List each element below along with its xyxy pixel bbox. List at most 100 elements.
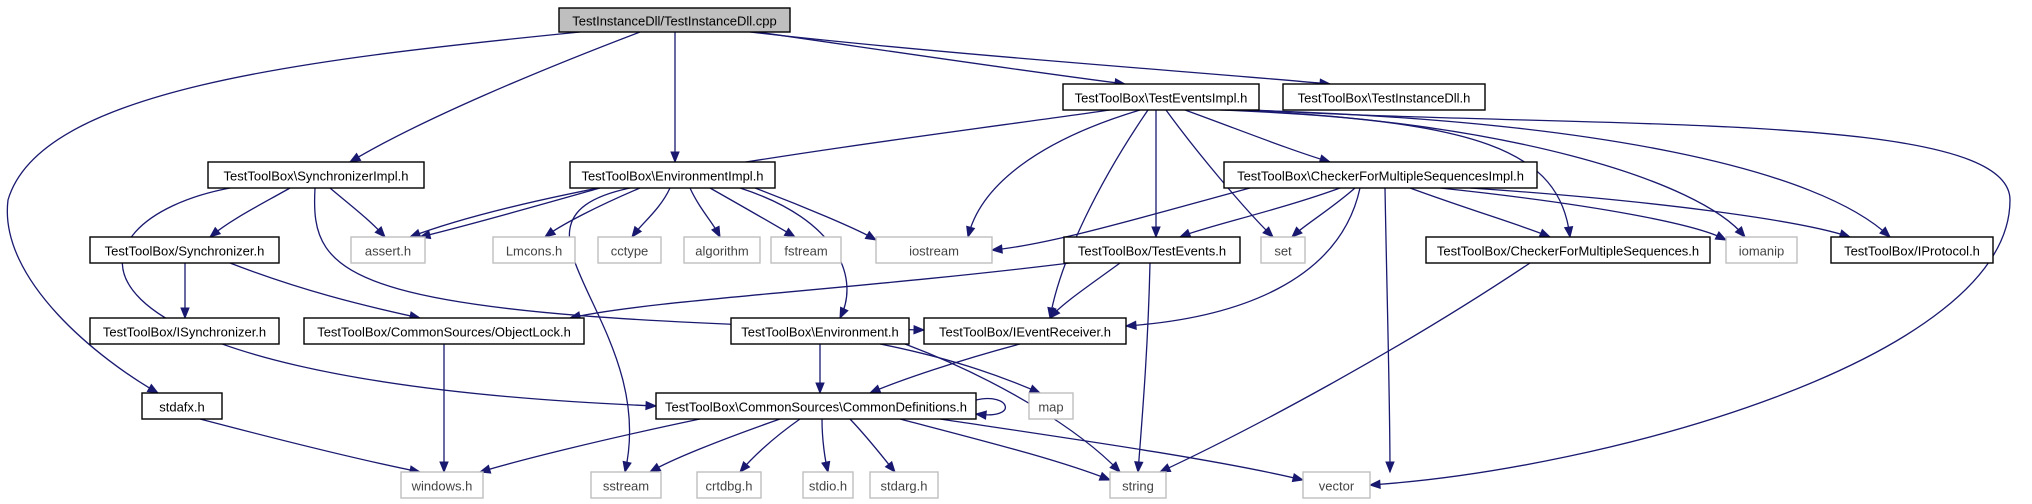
arrowhead [408, 228, 422, 238]
node-lmcons: Lmcons.h [492, 236, 576, 264]
arrowhead [1158, 463, 1172, 473]
node-checkerimpl[interactable]: TestToolBox\CheckerForMultipleSequencesI… [1223, 161, 1538, 189]
node-label: windows.h [411, 479, 473, 494]
node-string: string [1109, 471, 1167, 499]
node-ieventrecv[interactable]: TestToolBox/IEventReceiver.h [923, 317, 1127, 345]
arrowhead [146, 383, 160, 394]
node-box [303, 317, 585, 345]
edge-line [121, 187, 657, 407]
edge-line [1137, 262, 1151, 473]
arrowhead [1734, 225, 1746, 239]
edge-syncimpl-to-sync [208, 187, 291, 238]
node-box [141, 392, 223, 420]
edge-checkerimpl-to-iomanip [1439, 187, 1728, 241]
node-box [1028, 392, 1074, 420]
node-stdafx[interactable]: stdafx.h [141, 392, 223, 420]
node-root[interactable]: TestInstanceDll/TestInstanceDll.cpp [558, 7, 791, 33]
node-envimpl[interactable]: TestToolBox\EnvironmentImpl.h [569, 161, 776, 189]
node-box [1062, 83, 1260, 111]
node-tevents[interactable]: TestToolBox/TestEvents.h [1063, 236, 1241, 264]
node-teventsimpl[interactable]: TestToolBox\TestEventsImpl.h [1062, 83, 1260, 111]
edge-teventsimpl-to-iomanip [1229, 109, 1746, 239]
node-commondefs[interactable]: TestToolBox\CommonSources\CommonDefiniti… [655, 392, 977, 420]
node-box [869, 471, 939, 499]
node-checker[interactable]: TestToolBox/CheckerForMultipleSequences.… [1425, 236, 1711, 264]
node-label: fstream [784, 244, 827, 259]
arrowhead [1178, 228, 1192, 238]
node-box [770, 236, 842, 264]
arrowhead [739, 460, 751, 474]
edge-line [1254, 109, 2011, 486]
edge-commondefs-to-stdarg [849, 418, 896, 474]
node-box [400, 471, 484, 499]
edge-line [1384, 187, 1391, 473]
edge-root-to-syncimpl [348, 31, 641, 163]
arrowhead [1028, 384, 1042, 394]
edge-envimpl-to-iostream [754, 187, 878, 241]
node-box [89, 317, 280, 345]
node-box [569, 161, 776, 189]
arrowhead [1368, 479, 1381, 490]
node-box [89, 236, 280, 264]
node-box [696, 471, 762, 499]
edge-line [349, 31, 641, 163]
node-label: TestToolBox/IEventReceiver.h [939, 325, 1111, 340]
node-env[interactable]: TestToolBox\Environment.h [730, 317, 910, 345]
edge-checkerimpl-to-tevents [1178, 187, 1341, 238]
nodes-layer: TestInstanceDll/TestInstanceDll.cppTestT… [89, 7, 1994, 499]
arrowhead [839, 306, 849, 320]
edge-teventsimpl-to-vector [1254, 109, 2011, 490]
edge-envimpl-to-cctype [631, 187, 671, 239]
edge-env-to-commondefs [815, 344, 825, 395]
node-iostream: iostream [875, 236, 993, 264]
edge-teventsimpl-to-checkerimpl [1184, 109, 1332, 164]
arrowhead [711, 225, 721, 239]
edge-line [1439, 187, 1727, 241]
edges-layer [6, 22, 2011, 490]
node-box [350, 236, 426, 264]
node-box [207, 161, 425, 189]
node-isync[interactable]: TestToolBox/ISynchronizer.h [89, 317, 280, 345]
arrowhead [622, 460, 632, 474]
node-set: set [1260, 236, 1306, 264]
node-box [875, 236, 993, 264]
edge-line [6, 31, 581, 394]
edge-checkerimpl-to-vector [1384, 187, 1395, 474]
edge-line [199, 418, 421, 473]
edge-teventsimpl-to-iostream [966, 109, 1141, 239]
edge-teventsimpl-to-tevents [1151, 110, 1161, 239]
edge-line [1165, 109, 1274, 238]
node-label: stdio.h [809, 479, 847, 494]
node-label: cctype [611, 244, 649, 259]
node-box [1725, 236, 1798, 264]
node-iprotocol[interactable]: TestToolBox/IProtocol.h [1830, 236, 1994, 264]
arrowhead [974, 410, 987, 420]
node-syncimpl[interactable]: TestToolBox\SynchronizerImpl.h [207, 161, 425, 189]
arrowhead [645, 400, 658, 411]
node-box [590, 471, 662, 499]
edge-commondefs-to-sstream [648, 418, 781, 473]
node-box [597, 236, 662, 264]
arrowhead [1109, 461, 1121, 473]
node-box [730, 317, 910, 345]
edge-line [544, 187, 641, 238]
edge-line [569, 262, 1071, 319]
node-sync[interactable]: TestToolBox/Synchronizer.h [89, 236, 280, 264]
edge-commondefs-to-vector [939, 418, 1305, 483]
edge-checkerimpl-to-iprotocol [1469, 187, 1852, 239]
node-tinstdll[interactable]: TestToolBox\TestInstanceDll.h [1282, 83, 1486, 111]
node-label: iomanip [1739, 244, 1785, 259]
edge-envimpl-to-sstream [568, 187, 632, 474]
arrowhead [1124, 320, 1137, 330]
node-box [683, 236, 761, 264]
node-label: TestToolBox\EnvironmentImpl.h [581, 169, 763, 184]
node-stdio: stdio.h [802, 471, 854, 499]
arrowhead [1049, 306, 1061, 320]
node-objlock[interactable]: TestToolBox/CommonSources/ObjectLock.h [303, 317, 585, 345]
edge-line [1049, 109, 1149, 319]
node-box [802, 471, 854, 499]
arrowhead [1538, 228, 1552, 238]
edge-commondefs-to-commondefs [974, 398, 1006, 420]
node-map: map [1028, 392, 1074, 420]
